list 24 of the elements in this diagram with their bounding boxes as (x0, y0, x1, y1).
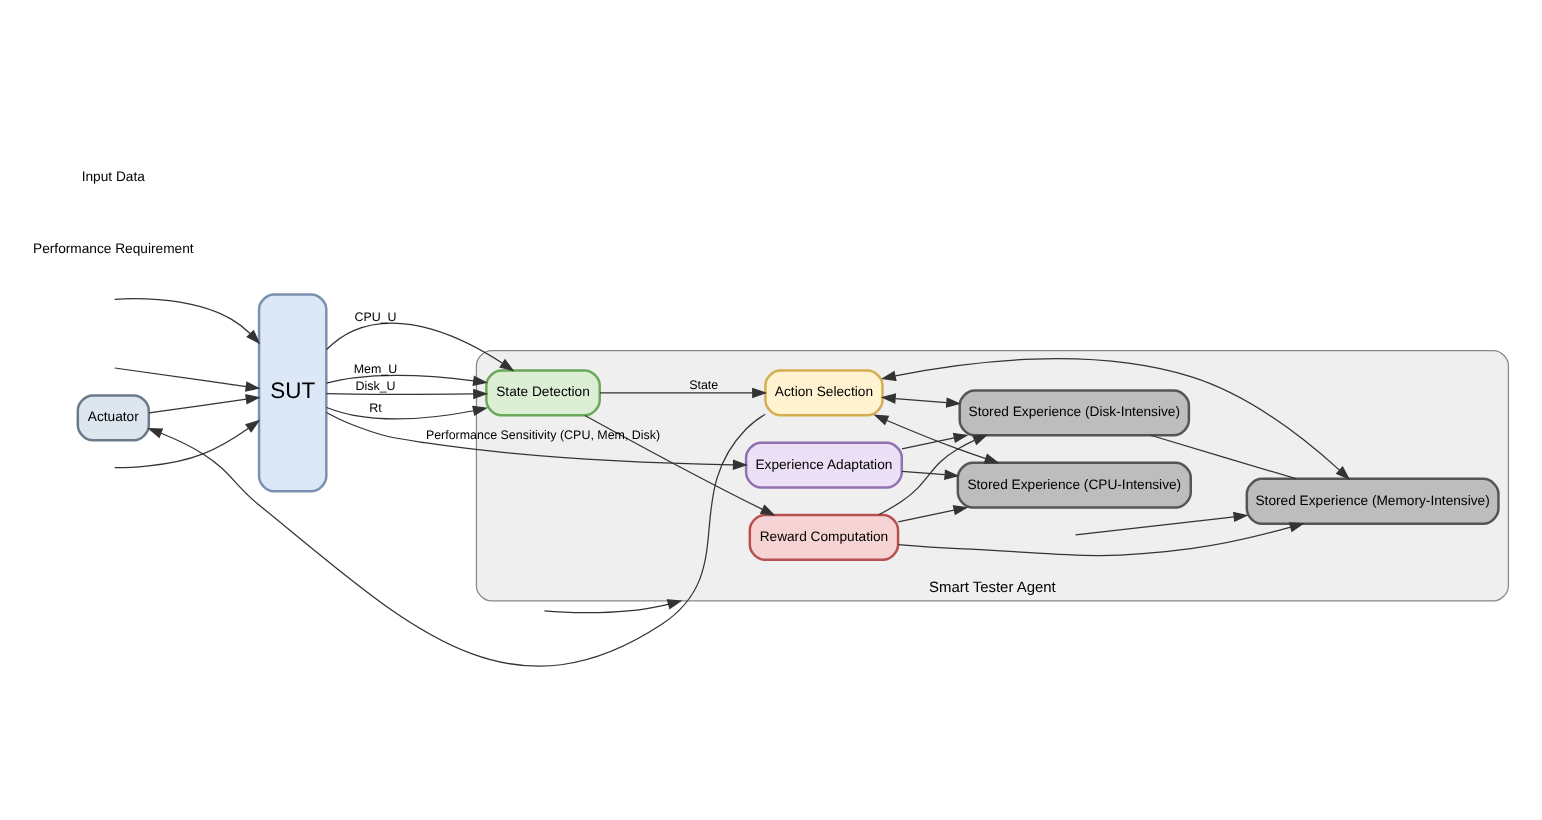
arrow (114, 297, 261, 344)
arrow (880, 392, 962, 407)
arrow (325, 321, 515, 371)
arrow (114, 418, 261, 468)
arrow (873, 413, 1000, 463)
arrow (325, 373, 488, 385)
arrow (901, 431, 969, 449)
arrow (1074, 510, 1249, 535)
arrow (114, 366, 261, 391)
arrow (584, 413, 776, 515)
arrow (897, 504, 969, 522)
arrow (897, 521, 1305, 556)
arrow (543, 598, 683, 613)
arrow (599, 386, 768, 398)
arrow (878, 433, 989, 515)
arrow (147, 412, 766, 666)
arrow (325, 387, 489, 399)
arrow (880, 357, 1351, 479)
arrow (901, 468, 960, 479)
connector (1149, 433, 1297, 479)
arrow (148, 393, 261, 413)
node-box: SUT (257, 292, 328, 492)
arrow (325, 410, 748, 470)
arrow (325, 404, 488, 419)
